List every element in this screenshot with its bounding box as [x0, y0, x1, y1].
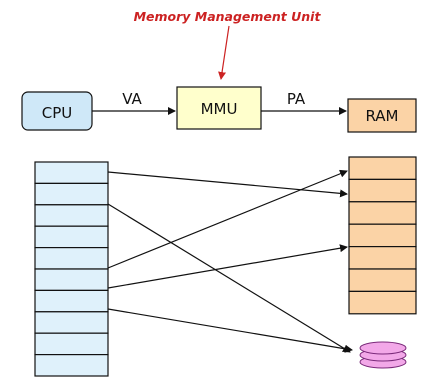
cpu-box: CPU	[21, 91, 93, 131]
mapping-arrow	[107, 308, 353, 353]
mmu-label: MMU	[201, 100, 238, 118]
virtual-page	[34, 332, 109, 356]
virtual-memory-pages	[34, 161, 109, 377]
disk-platter	[359, 341, 407, 355]
virtual-page	[34, 354, 109, 377]
virtual-page	[34, 268, 109, 291]
physical-frame	[348, 223, 417, 248]
mmu-box: MMU	[176, 86, 262, 130]
mmu-annotation: Memory Management Unit	[134, 9, 322, 24]
virtual-page	[34, 289, 109, 313]
physical-memory-frames	[348, 156, 417, 315]
virtual-page	[34, 311, 109, 334]
annotation-arrow	[218, 25, 230, 80]
mapping-arrow	[107, 203, 351, 353]
va-label: VA	[122, 90, 142, 108]
virtual-page	[34, 225, 109, 249]
mapping-arrow	[107, 244, 348, 289]
physical-frame	[348, 178, 417, 203]
ram-label: RAM	[365, 107, 398, 125]
mapping-arrow	[107, 171, 348, 198]
physical-frame	[348, 246, 417, 270]
physical-frame	[348, 201, 417, 225]
page-mapping-arrows	[107, 169, 353, 353]
physical-frame	[348, 290, 417, 315]
virtual-page	[34, 204, 109, 227]
cpu-label: CPU	[42, 104, 73, 122]
physical-frame	[348, 156, 417, 180]
physical-frame	[348, 268, 417, 292]
mapping-arrow	[107, 169, 348, 269]
virtual-page	[34, 161, 109, 184]
virtual-page	[34, 247, 109, 270]
virtual-page	[34, 182, 109, 206]
disk-icon	[359, 341, 407, 369]
pa-label: PA	[287, 90, 306, 108]
ram-box: RAM	[347, 98, 417, 133]
